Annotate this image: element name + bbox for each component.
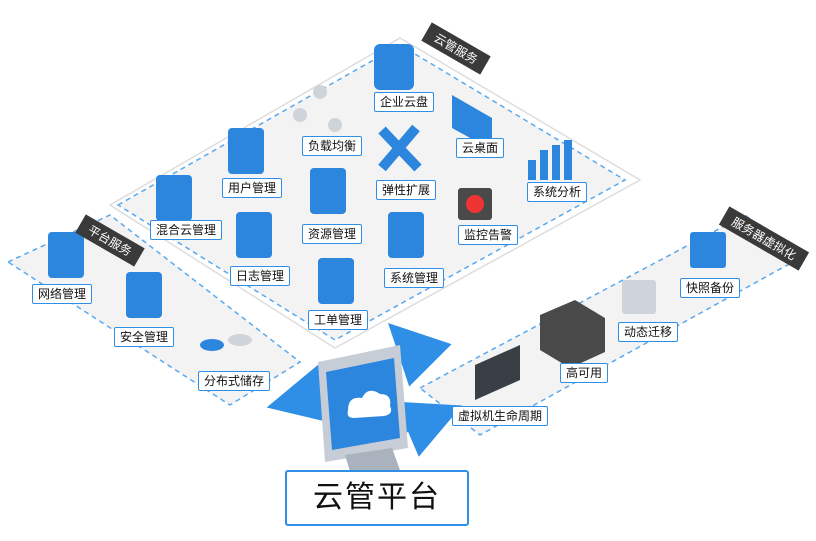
node-security-mgmt: 安全管理 <box>114 327 175 347</box>
node-monitor-alert: 监控告警 <box>458 225 519 245</box>
node-resource-mgmt: 资源管理 <box>302 224 363 244</box>
central-monitor-icon <box>318 345 408 478</box>
node-system-mgmt: 系统管理 <box>384 268 445 288</box>
desktop-icon <box>452 95 492 150</box>
database-icon <box>200 339 224 351</box>
shield-icon <box>126 272 162 318</box>
node-enterprise-disk: 企业云盘 <box>374 92 435 112</box>
node-ticket-mgmt: 工单管理 <box>308 310 369 330</box>
server-stack-icons <box>48 44 726 400</box>
node-vm-lifecycle: 虚拟机生命周期 <box>452 406 549 426</box>
node-log-mgmt: 日志管理 <box>230 266 291 286</box>
node-icon <box>313 85 327 99</box>
node-hybrid-cloud: 混合云管理 <box>150 220 223 240</box>
node-elastic-scale: 弹性扩展 <box>376 180 437 200</box>
gear-icon <box>388 212 424 258</box>
node-dist-storage: 分布式储存 <box>198 371 271 391</box>
node-live-migration: 动态迁移 <box>618 322 679 342</box>
globe-icon <box>48 232 84 278</box>
pulse-icon <box>475 345 520 400</box>
snapshot-icon <box>690 232 726 268</box>
node-sys-analysis: 系统分析 <box>527 182 588 202</box>
node-cloud-desktop: 云桌面 <box>456 138 505 158</box>
cube-icon <box>540 300 605 368</box>
folder-icon <box>310 168 346 214</box>
node-network-mgmt: 网络管理 <box>32 284 93 304</box>
analysis-icon <box>528 160 536 180</box>
node-high-avail: 高可用 <box>560 363 609 383</box>
elastic-icon <box>378 124 422 172</box>
cloud-disk-icon <box>374 44 414 90</box>
node-snapshot-backup: 快照备份 <box>680 278 741 298</box>
node-user-mgmt: 用户管理 <box>222 178 283 198</box>
user-icon <box>228 128 264 174</box>
node-load-balance: 负载均衡 <box>302 136 363 156</box>
migrate-icon <box>622 280 656 314</box>
hybrid-cloud-icon <box>156 175 192 221</box>
ticket-icon <box>318 258 354 304</box>
log-icon <box>236 212 272 258</box>
platform-title: 云管平台 <box>285 470 469 526</box>
